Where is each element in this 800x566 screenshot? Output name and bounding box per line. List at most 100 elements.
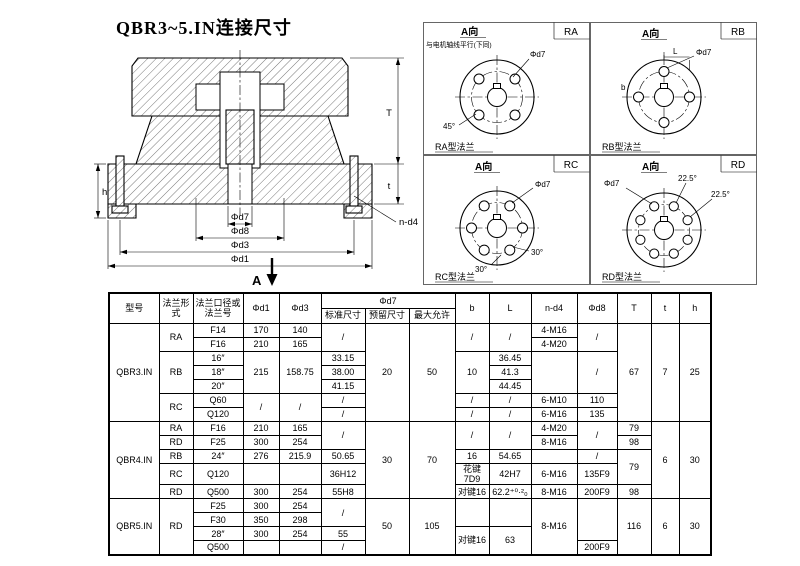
dim-label-d1: Φd1 [231, 254, 249, 265]
table-cell [454, 498, 490, 528]
dim-label-d7: Φd7 [696, 48, 712, 57]
table-cell: / [454, 406, 490, 422]
table-cell: 62.2⁺⁰·²₀ [488, 484, 532, 500]
table-cell: 对键16 [454, 526, 490, 556]
angle-label-2: 30° [475, 265, 487, 274]
table-cell: 4-M16 [530, 322, 578, 338]
table-cell: 254 [278, 484, 322, 500]
dim-label-d7: Φd7 [535, 180, 551, 189]
table-cell: 165 [278, 420, 322, 436]
table-cell: 20″ [192, 378, 244, 394]
table-cell: 70 [408, 420, 456, 500]
table-cell: / [488, 322, 532, 352]
table-cell: 116 [616, 498, 652, 556]
table-cell: 298 [278, 512, 322, 528]
flange-type-tag: RC [564, 160, 578, 171]
table-cell: / [320, 540, 366, 556]
table-cell: 41.15 [320, 378, 366, 394]
table-cell: RB [158, 448, 194, 464]
table-cell [242, 462, 280, 486]
table-cell: / [320, 498, 366, 528]
dim-label-h: h [102, 187, 107, 198]
header-cell: b [454, 292, 490, 324]
view-caption: RA型法兰 [435, 141, 475, 152]
table-cell: 50.65 [320, 448, 366, 464]
table-cell: / [320, 392, 366, 408]
table-cell: 8-M16 [530, 498, 578, 556]
view-caption: RB型法兰 [602, 141, 642, 152]
header-cell: 标准尺寸 [320, 307, 366, 324]
table-cell: 254 [278, 526, 322, 542]
table-cell [278, 462, 322, 486]
table-cell: / [576, 350, 618, 394]
table-cell [530, 350, 578, 394]
table-cell: 50 [364, 498, 410, 556]
table-cell: 30 [364, 420, 410, 500]
header-cell: h [678, 292, 712, 324]
table-cell: / [320, 322, 366, 352]
table-cell: RD [158, 434, 194, 450]
flange-type-tag: RB [731, 27, 745, 38]
flange-type-tag: RA [564, 27, 578, 38]
table-cell [278, 540, 322, 556]
dim-label-nd4: n-d4 [399, 217, 418, 228]
header-cell: 最大允许 [408, 307, 456, 324]
table-cell: 4-M20 [530, 336, 578, 352]
table-cell: 300 [242, 526, 280, 542]
dim-label-T: T [386, 108, 392, 119]
table-cell: 254 [278, 434, 322, 450]
keyway [660, 216, 668, 222]
view-direction-label: A向 [642, 27, 659, 40]
stud-left [115, 155, 125, 213]
table-cell: 花键7D9 [454, 462, 490, 486]
flange-view-rb: RB A向 L b Φd7 RB型法兰 [590, 22, 757, 155]
table-cell: 210 [242, 336, 280, 352]
table-cell: 33.15 [320, 350, 366, 366]
table-cell: 135F9 [576, 462, 618, 486]
header-cell: Φd1 [242, 292, 280, 324]
table-cell: Q500 [192, 540, 244, 556]
header-cell: 型号 [108, 292, 160, 324]
table-cell: / [488, 406, 532, 422]
table-cell: 16″ [192, 350, 244, 366]
keyway [493, 83, 501, 89]
view-direction-label: A向 [475, 160, 492, 173]
table-cell: 8-M16 [530, 434, 578, 450]
table-cell: 67 [616, 322, 652, 422]
table-cell: 6-M10 [530, 392, 578, 408]
table-cell: 6 [650, 498, 680, 556]
table-cell: 215.9 [278, 448, 322, 464]
table-cell: RA [158, 322, 194, 352]
table-cell: 79 [616, 448, 652, 486]
table-cell: Q120 [192, 406, 244, 422]
table-cell: Q500 [192, 484, 244, 500]
view-caption: RD型法兰 [602, 271, 642, 282]
table-cell: Q120 [192, 462, 244, 486]
table-cell [576, 498, 618, 542]
stud-right [349, 155, 359, 213]
header-cell: Φd7 [320, 292, 456, 309]
table-cell: RC [158, 392, 194, 422]
table-cell: 25 [678, 322, 712, 422]
table-cell: 36H12 [320, 462, 366, 486]
table-cell: 63 [488, 526, 532, 556]
header-cell: L [488, 292, 532, 324]
dim-label-b: b [621, 83, 626, 92]
table-cell: 300 [242, 498, 280, 514]
table-cell: F30 [192, 512, 244, 528]
table-cell: 6-M16 [530, 462, 578, 486]
angle-label: 45° [443, 122, 455, 131]
motor-axis-note: 与电机轴线平行(下同) [426, 40, 492, 49]
dim-label-L: L [673, 47, 678, 56]
table-cell [488, 498, 532, 528]
table-cell [242, 540, 280, 556]
header-cell: n-d4 [530, 292, 578, 324]
dim-label-d7: Φd7 [231, 212, 249, 223]
table-cell: 6 [650, 420, 680, 500]
flange-type-tag: RD [731, 160, 745, 171]
table-cell: 300 [242, 484, 280, 500]
table-cell: 54.65 [488, 448, 532, 464]
table-cell: / [454, 322, 490, 352]
table-cell: 98 [616, 434, 652, 450]
